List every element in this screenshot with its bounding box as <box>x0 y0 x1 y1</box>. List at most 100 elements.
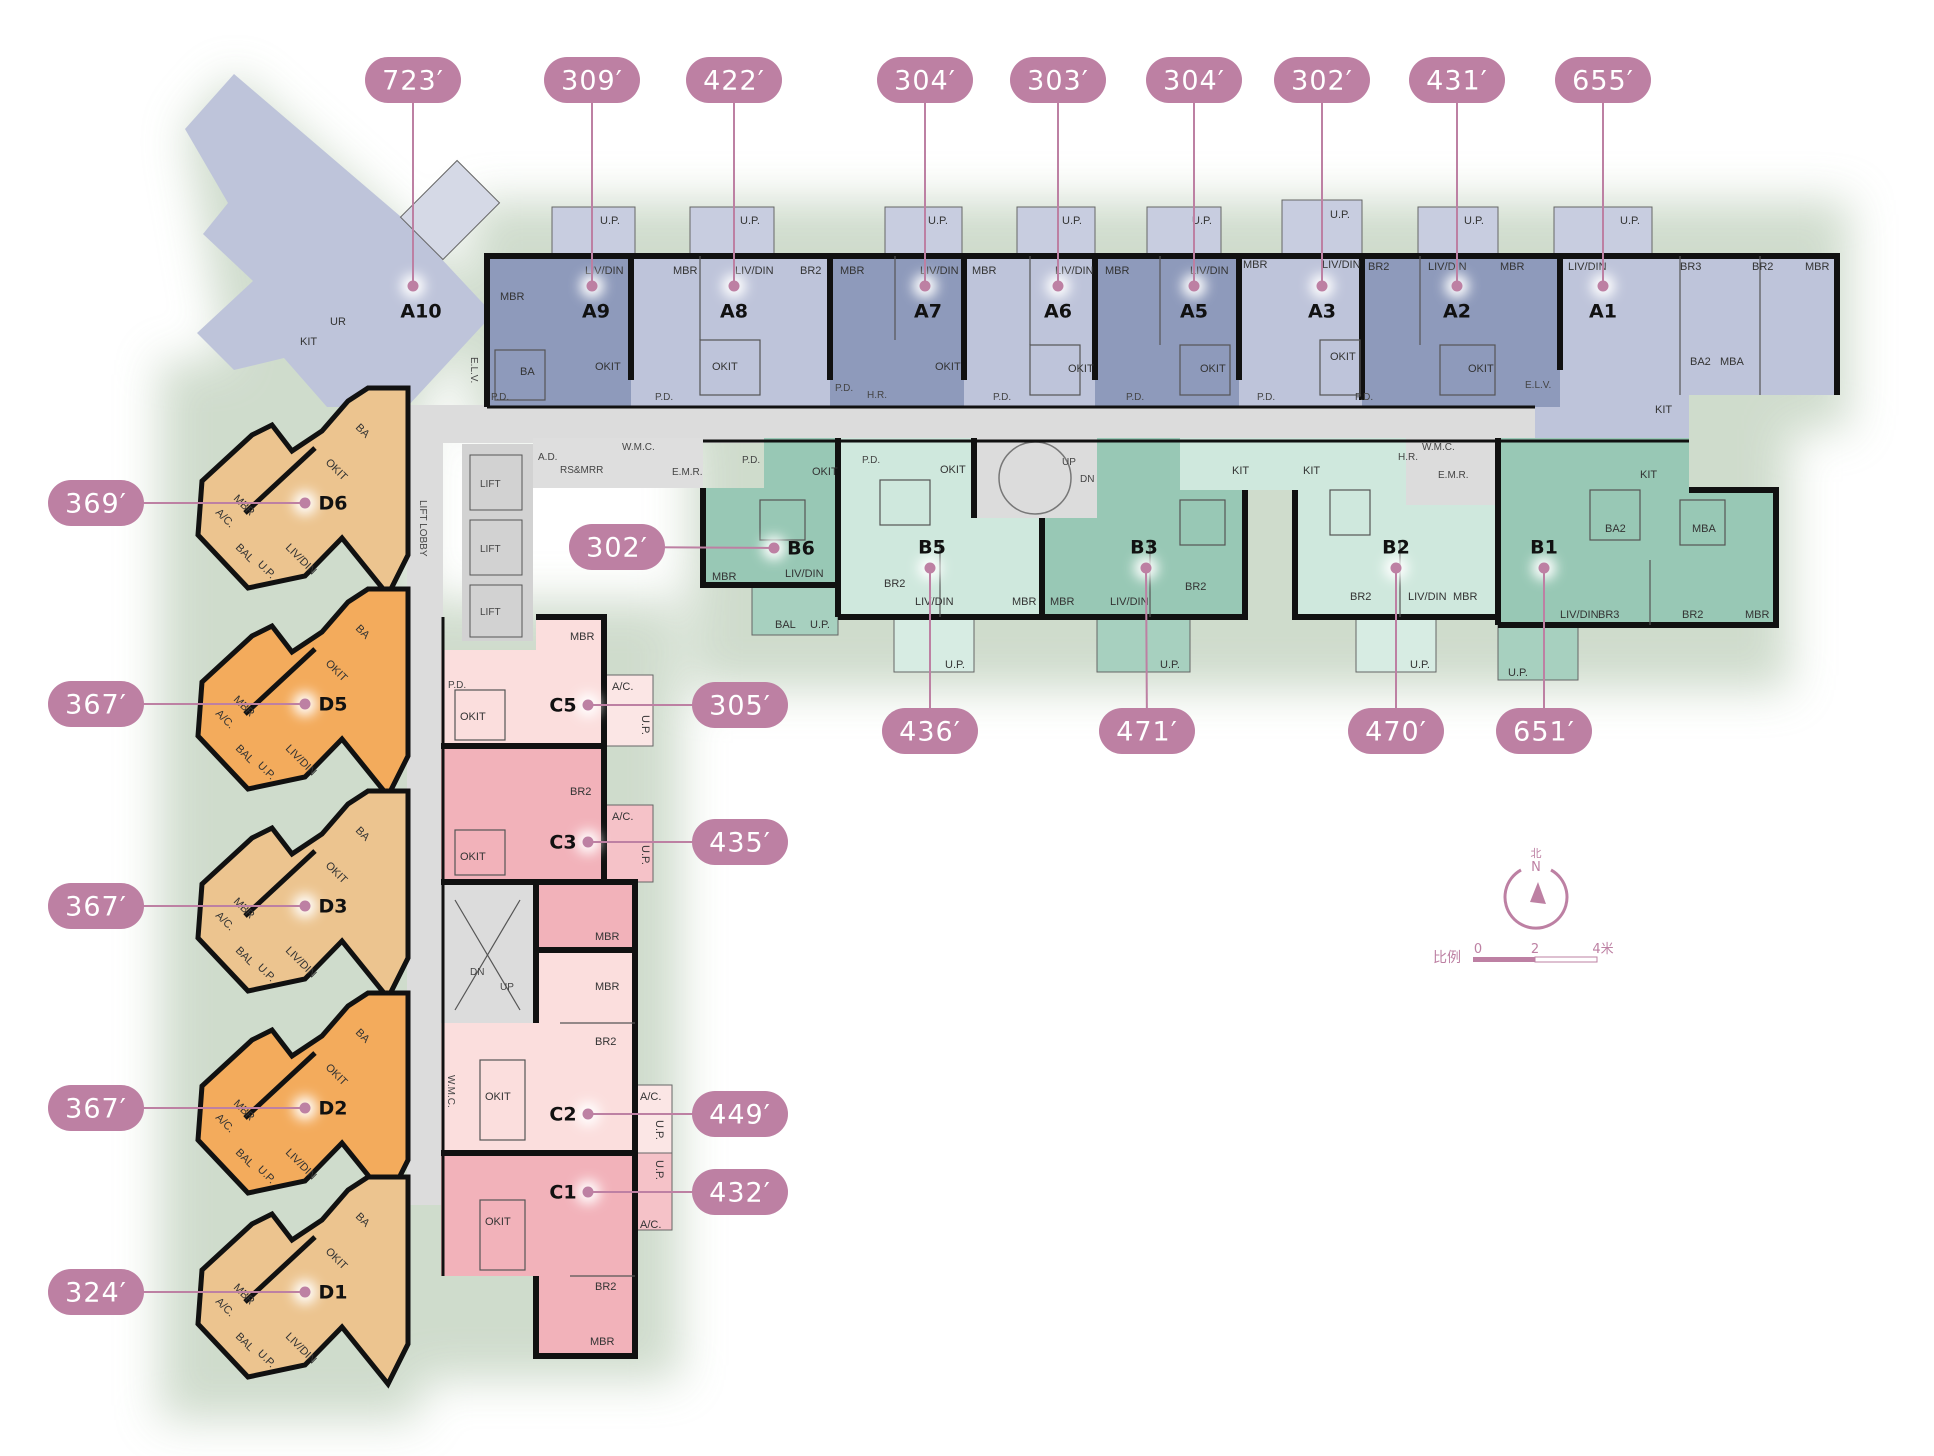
area-pill[interactable] <box>686 57 782 103</box>
unit-a10-plan[interactable] <box>185 74 493 407</box>
north-arrow-icon <box>1530 882 1546 904</box>
unit-label: A5 <box>1180 301 1208 323</box>
callout-b2[interactable]: 470′B2 <box>1348 537 1444 755</box>
pd-label: P.D. <box>491 392 509 403</box>
area-pill[interactable] <box>692 1091 788 1137</box>
area-pill[interactable] <box>692 682 788 728</box>
unit-dot <box>1451 280 1463 292</box>
room-label-up: U.P. <box>1410 659 1430 671</box>
callout-a7[interactable]: 304′A7 <box>877 57 973 323</box>
area-pill[interactable] <box>692 1169 788 1215</box>
lift-car <box>469 584 523 638</box>
area-pill[interactable] <box>48 1269 144 1315</box>
unit-b2-plan[interactable] <box>1180 438 1498 617</box>
callout-c1[interactable]: 432′C1 <box>549 1169 788 1215</box>
area-pill[interactable] <box>877 57 973 103</box>
callout-a8[interactable]: 422′A8 <box>686 57 782 323</box>
room-label-up: U.P. <box>945 659 965 671</box>
area-pill[interactable] <box>1409 57 1505 103</box>
area-pill[interactable] <box>48 681 144 727</box>
callout-d1[interactable]: 324′D1 <box>48 1269 348 1315</box>
area-value: 432′ <box>709 1178 771 1209</box>
callout-c3[interactable]: 435′C3 <box>549 819 788 865</box>
unit-a1-plan[interactable] <box>1535 256 1837 438</box>
room-label: LIV/DIN <box>785 568 824 580</box>
lift-label: LIFT <box>480 544 501 555</box>
callout-a1[interactable]: 655′A1 <box>1555 57 1651 323</box>
unit-c3-plan[interactable] <box>441 746 604 882</box>
area-pill[interactable] <box>1010 57 1106 103</box>
callout-a9[interactable]: 309′A9 <box>544 57 640 323</box>
callout-c5[interactable]: 305′C5 <box>549 682 788 728</box>
wmc-label: W.M.C. <box>445 1075 456 1108</box>
area-pill[interactable] <box>1099 708 1195 754</box>
area-pill[interactable] <box>1348 708 1444 754</box>
area-pill[interactable] <box>365 57 461 103</box>
room-label: BR2 <box>1185 581 1206 593</box>
callout-d6[interactable]: 369′D6 <box>48 480 348 526</box>
callout-a5[interactable]: 304′A5 <box>1146 57 1242 323</box>
unit-dot <box>299 900 311 912</box>
area-pill[interactable] <box>48 1085 144 1131</box>
callout-d2[interactable]: 367′D2 <box>48 1085 348 1131</box>
unit-a5-plan[interactable] <box>1095 256 1239 407</box>
unit-dot <box>1538 562 1550 574</box>
callout-b3[interactable]: 471′B3 <box>1099 537 1195 755</box>
callout-a10[interactable]: 723′A10 <box>365 57 461 323</box>
room-label-up: U.P. <box>1160 659 1180 671</box>
room-label-up: U.P. <box>928 215 948 227</box>
unit-dot <box>299 497 311 509</box>
room-label: KIT <box>300 336 317 348</box>
compass-ring <box>1503 868 1569 930</box>
unit-b1-plan[interactable] <box>1498 438 1776 625</box>
unit-a7-plan[interactable] <box>830 256 964 407</box>
callout-a2[interactable]: 431′A2 <box>1409 57 1505 323</box>
room-label: A/C. <box>640 1091 661 1103</box>
unit-dot <box>768 542 780 554</box>
area-pill[interactable] <box>544 57 640 103</box>
unit-label: D6 <box>319 493 348 515</box>
callout-b5[interactable]: 436′B5 <box>882 537 978 755</box>
area-value: 302′ <box>1291 66 1353 97</box>
unit-dot <box>582 836 594 848</box>
unit-dot <box>1390 562 1402 574</box>
area-pill[interactable] <box>569 524 665 570</box>
callout-a3[interactable]: 302′A3 <box>1274 57 1370 323</box>
area-pill[interactable] <box>1555 57 1651 103</box>
callout-a6[interactable]: 303′A6 <box>1010 57 1106 323</box>
callout-c2[interactable]: 449′C2 <box>549 1091 788 1137</box>
unit-a3-plan[interactable] <box>1239 256 1362 407</box>
callout-b1[interactable]: 651′B1 <box>1496 537 1592 755</box>
callout-d3[interactable]: 367′D3 <box>48 883 348 929</box>
unit-label: A10 <box>400 301 441 323</box>
callout-d5[interactable]: 367′D5 <box>48 681 348 727</box>
area-pill[interactable] <box>882 708 978 754</box>
leader-line <box>1145 567 1148 732</box>
stair-up-label: UP <box>1062 457 1076 468</box>
area-pill[interactable] <box>48 480 144 526</box>
a-row-partitions <box>494 256 1761 401</box>
room-label: OKIT <box>1068 363 1094 375</box>
area-pill[interactable] <box>48 883 144 929</box>
room-label: KIT <box>1303 465 1320 477</box>
north-label-cn: 北 <box>1531 847 1542 860</box>
area-value: 435′ <box>709 828 771 859</box>
area-pill[interactable] <box>1146 57 1242 103</box>
unit-b3-plan[interactable] <box>1042 438 1245 617</box>
room-label: OKIT <box>935 361 961 373</box>
area-pill[interactable] <box>1274 57 1370 103</box>
unit-walls <box>195 586 411 801</box>
room-label: MBR <box>1500 261 1525 273</box>
area-pill[interactable] <box>1496 708 1592 754</box>
unit-a9-plan[interactable] <box>487 256 631 407</box>
unit-walls <box>195 788 411 1003</box>
room-label: MBR <box>1745 609 1770 621</box>
unit-b5-plan[interactable] <box>838 438 1042 617</box>
callout-b6[interactable]: 302′B6 <box>569 524 815 570</box>
room-label: BA <box>520 366 535 378</box>
area-pill[interactable] <box>692 819 788 865</box>
unit-walls <box>195 1174 411 1389</box>
room-label: A/C. <box>612 811 633 823</box>
pd-label: P.D. <box>835 383 853 394</box>
unit-c5-plan[interactable] <box>441 617 604 746</box>
